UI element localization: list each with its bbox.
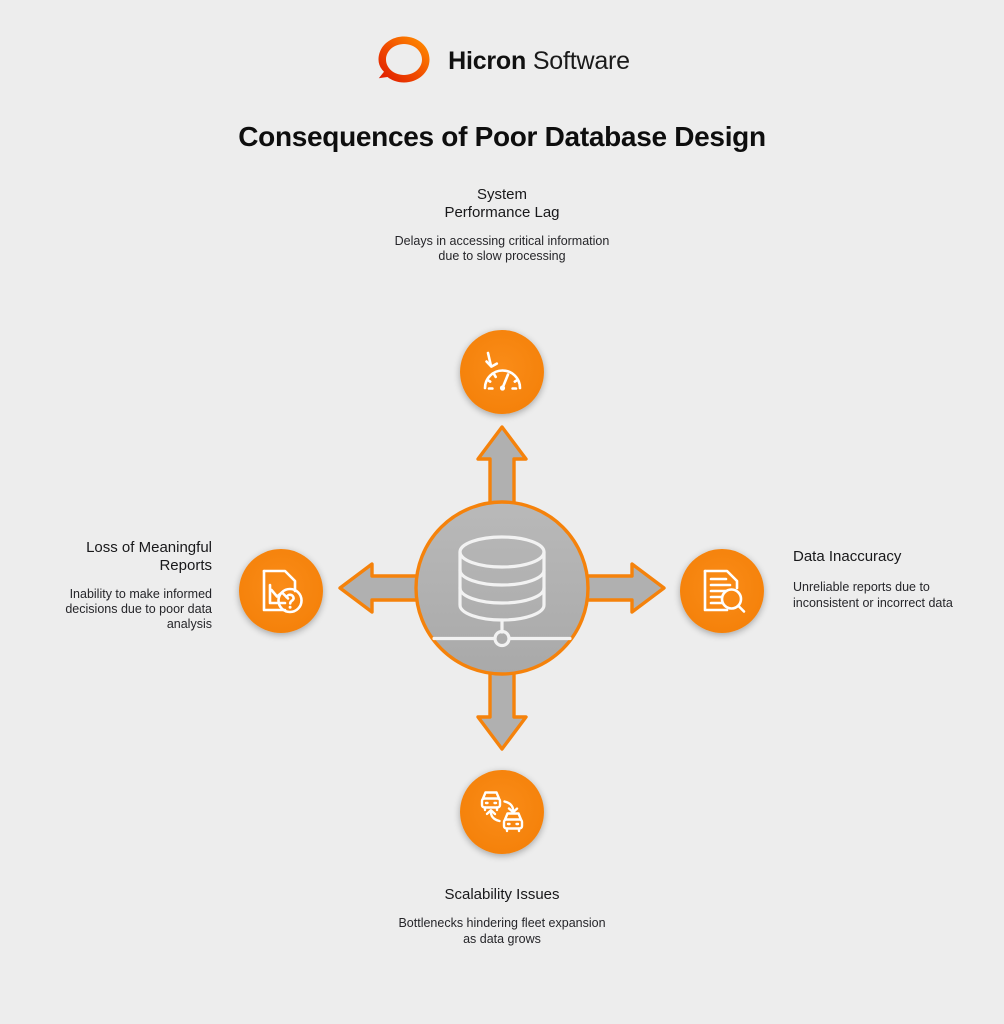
node-title-left-line1: Loss of Meaningful — [86, 539, 212, 556]
logo-product: Software — [526, 46, 630, 75]
page-title: Consequences of Poor Database Design — [238, 121, 766, 152]
database-icon — [432, 535, 572, 648]
node-title-left: Loss of Meaningful Reports — [40, 539, 212, 576]
node-title-top-line2: Performance Lag — [444, 204, 560, 222]
node-label-top: System Performance Lag Delays in accessi… — [392, 186, 612, 264]
node-label-left: Loss of Meaningful Reports Inability to … — [40, 539, 212, 632]
node-title-left-line2: Reports — [159, 557, 212, 575]
node-desc-left: Inability to make informed decisions due… — [65, 586, 212, 632]
node-label-right: Data Inaccuracy Unreliable reports due t… — [793, 548, 978, 611]
node-label-bottom: Scalability Issues Bottlenecks hindering… — [392, 886, 612, 947]
center-hub-circle — [414, 500, 590, 676]
central-diagram — [336, 423, 668, 753]
node-title-top: System Performance Lag — [392, 186, 612, 223]
node-icon-bottom[interactable] — [460, 770, 544, 854]
node-title-top-line1: System — [476, 186, 527, 203]
hicron-ring-logo-icon — [374, 32, 434, 90]
node-icon-top[interactable] — [460, 330, 544, 414]
node-title-right: Data Inaccuracy — [793, 548, 902, 565]
node-icon-left[interactable] — [239, 549, 323, 633]
node-desc-top: Delays in accessing critical information… — [394, 233, 610, 263]
node-icon-right[interactable] — [680, 549, 764, 633]
performance-gauge-down-icon — [475, 345, 529, 399]
fleet-vehicles-exchange-icon — [476, 786, 528, 838]
logo-wordmark: Hicron Software — [448, 47, 630, 76]
document-magnifier-icon — [696, 565, 748, 617]
report-chart-question-icon — [255, 565, 307, 617]
node-desc-bottom: Bottlenecks hindering fleet expansion as… — [398, 916, 606, 946]
logo-bar: Hicron Software — [0, 30, 1004, 92]
node-title-bottom: Scalability Issues — [444, 886, 560, 903]
node-desc-right: Unreliable reports due to inconsistent o… — [793, 580, 953, 610]
logo-brand: Hicron — [448, 46, 527, 75]
